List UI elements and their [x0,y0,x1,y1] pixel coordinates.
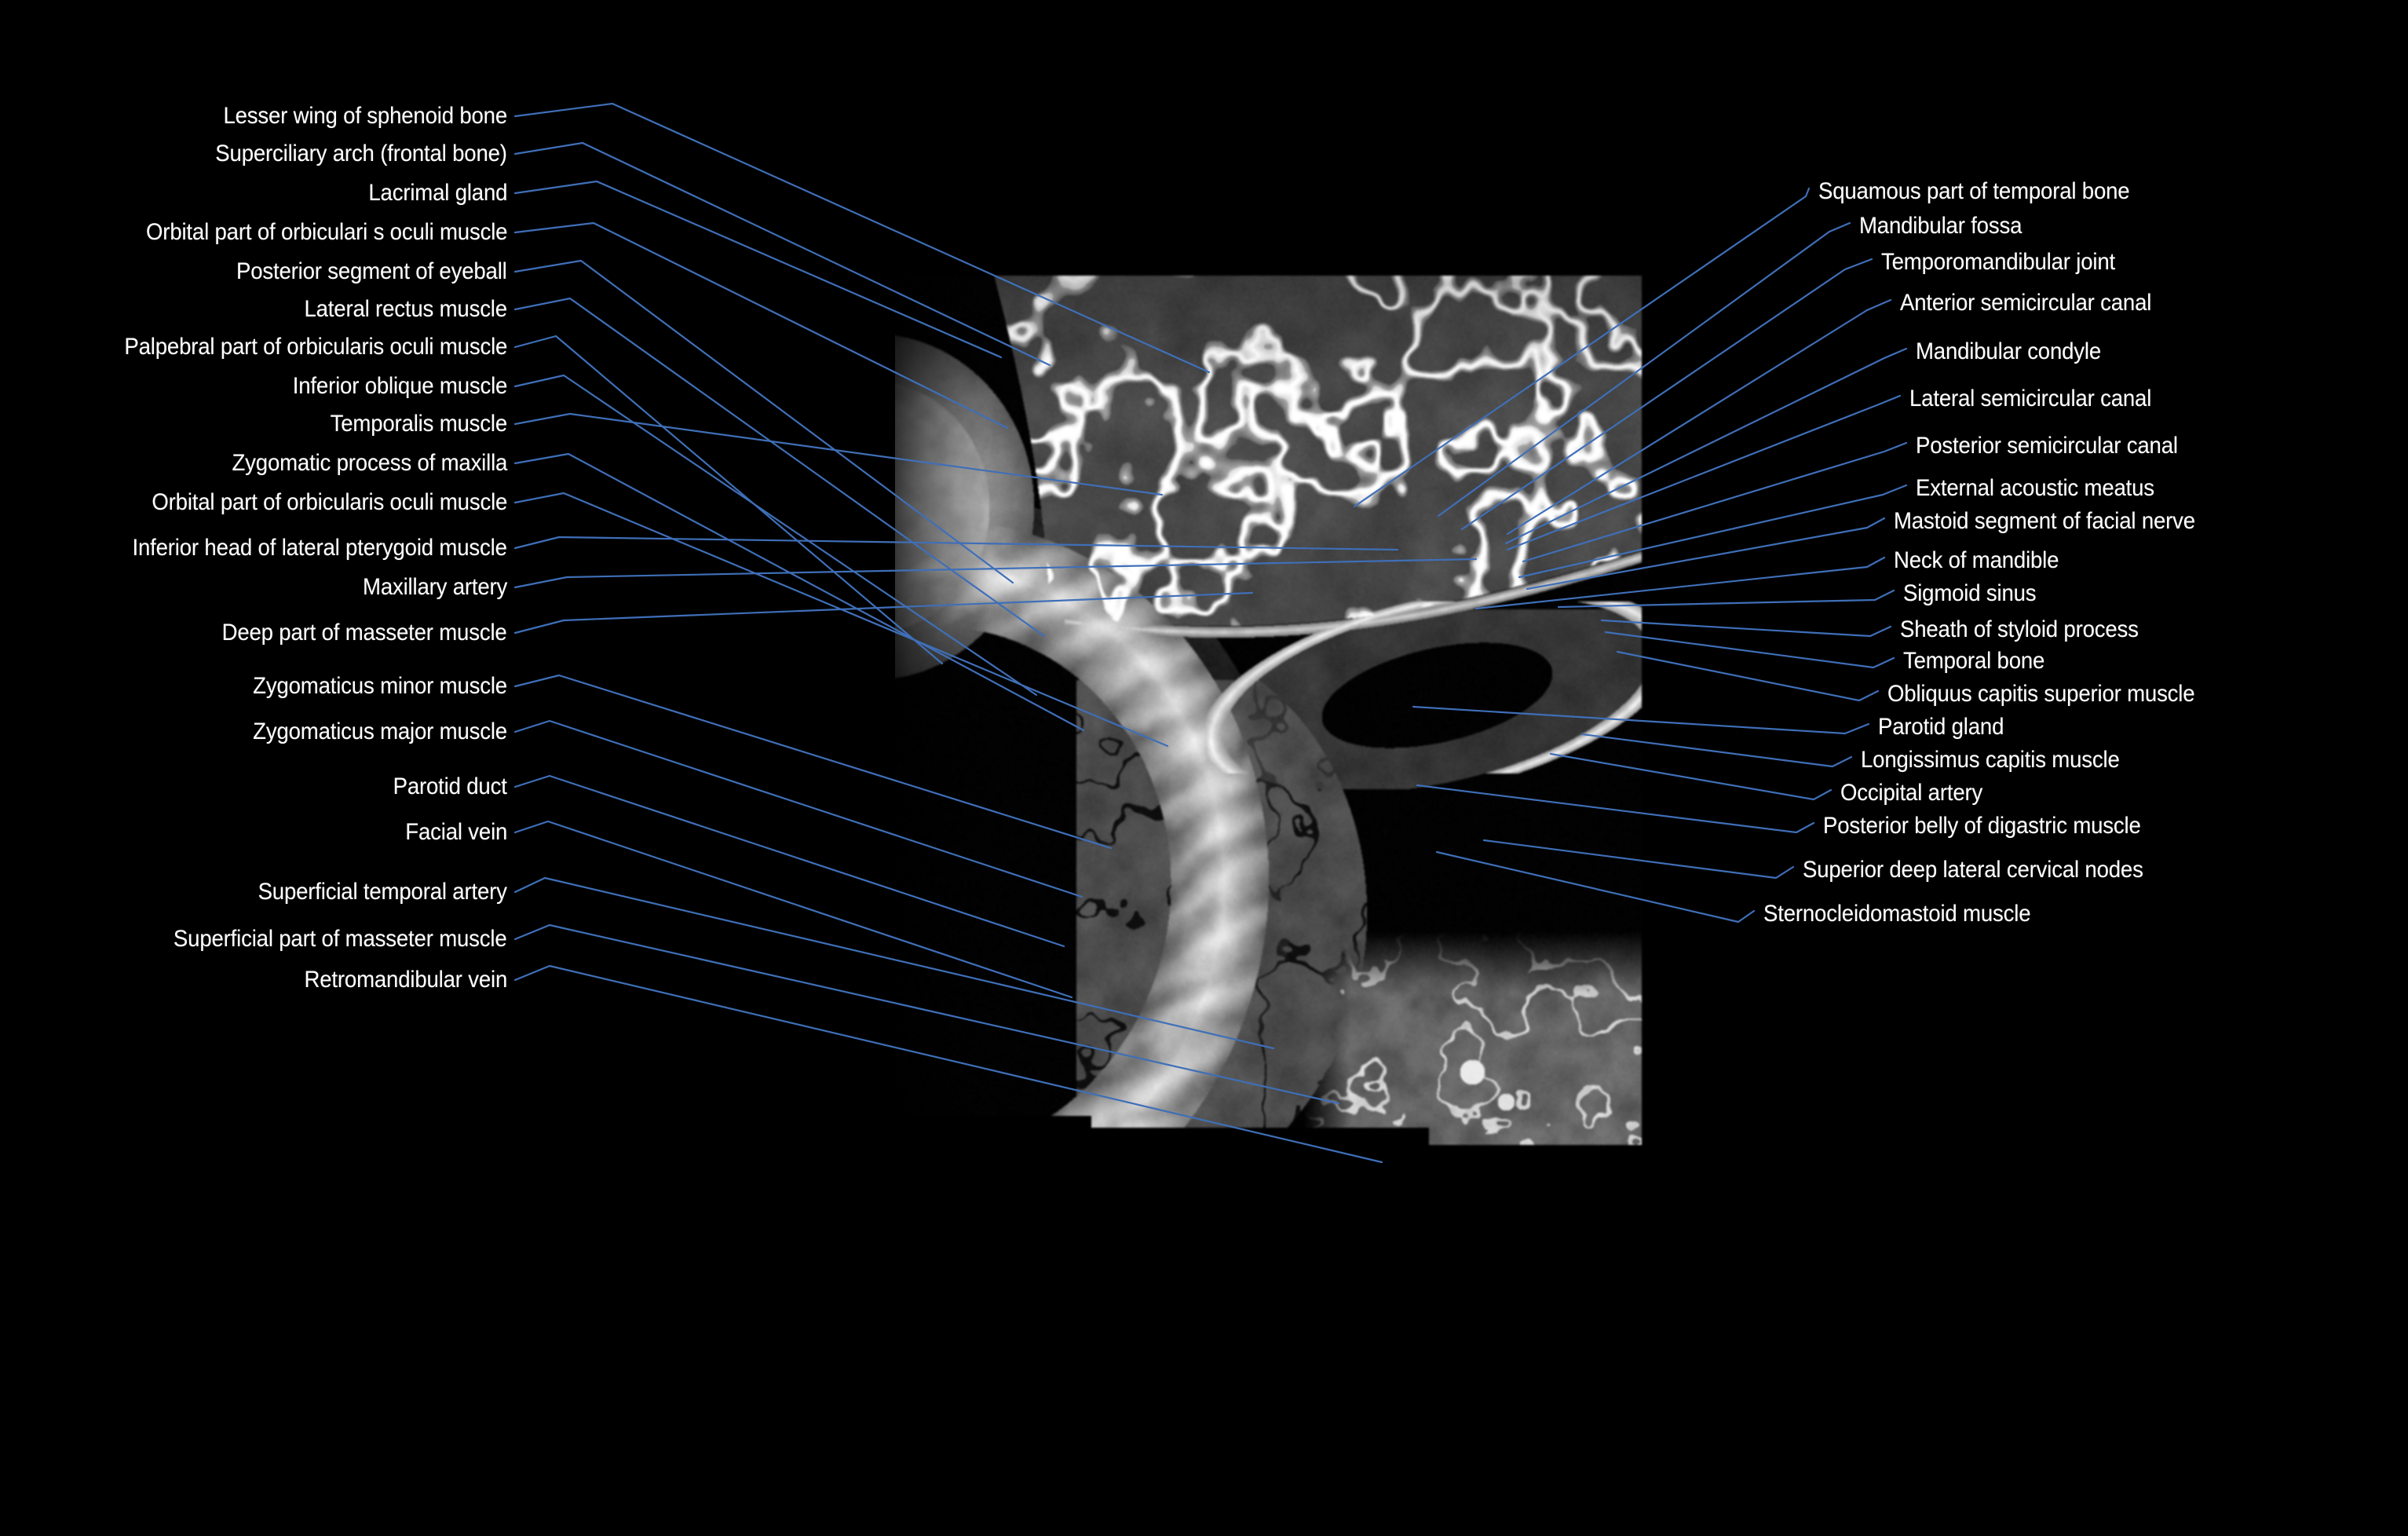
anatomy-label-left-4: Posterior segment of eyeball [236,258,507,284]
anatomy-label-left-18: Superficial temporal artery [258,879,507,905]
anatomy-label-left-5: Lateral rectus muscle [304,296,508,322]
anatomy-label-right-2: Temporomandibular joint [1881,249,2115,275]
anatomy-label-right-6: Posterior semicircular canal [1916,433,2178,459]
leader-line-right-13 [1616,650,1880,702]
anatomy-label-left-0: Lesser wing of sphenoid bone [223,103,507,129]
anatomy-label-left-17: Facial vein [405,819,507,845]
anatomy-label-left-2: Lacrimal gland [368,180,507,206]
mri-scan-image [895,271,1655,1249]
anatomy-label-left-11: Inferior head of lateral pterygoid muscl… [132,535,507,561]
anatomy-label-right-10: Sigmoid sinus [1903,580,2037,606]
anatomy-label-right-17: Posterior belly of digastric muscle [1823,813,2141,839]
anatomy-label-left-7: Inferior oblique muscle [292,373,508,399]
anatomy-label-right-9: Neck of mandible [1894,547,2059,573]
anatomy-label-right-14: Parotid gland [1878,714,2004,740]
leader-line-left-6 [513,335,944,665]
anatomy-label-left-6: Palpebral part of orbicularis oculi musc… [124,334,507,360]
anatomy-label-left-12: Maxillary artery [362,574,507,600]
anatomy-label-right-16: Occipital artery [1840,780,1983,806]
anatomy-label-left-14: Zygomaticus minor muscle [253,673,507,699]
anatomy-label-right-18: Superior deep lateral cervical nodes [1803,857,2143,883]
anatomy-label-left-15: Zygomaticus major muscle [253,719,507,744]
anatomy-label-left-16: Parotid duct [393,773,507,799]
anatomy-label-left-19: Superficial part of masseter muscle [174,926,507,952]
anatomy-label-left-13: Deep part of masseter muscle [221,620,507,645]
anatomy-label-right-13: Obliquus capitis superior muscle [1887,681,2195,707]
anatomy-label-left-3: Orbital part of orbiculari s oculi muscl… [145,219,507,245]
anatomy-label-right-0: Squamous part of temporal bone [1818,178,2130,204]
anatomy-label-left-9: Zygomatic process of maxilla [232,450,507,476]
anatomy-label-left-10: Orbital part of orbicularis oculi muscle [152,489,507,515]
anatomy-label-left-20: Retromandibular vein [304,967,507,993]
anatomy-label-right-5: Lateral semicircular canal [1909,386,2152,411]
anatomy-label-right-19: Sternocleidomastoid muscle [1763,901,2031,927]
anatomy-label-right-15: Longissimus capitis muscle [1861,747,2120,773]
anatomy-label-right-8: Mastoid segment of facial nerve [1894,508,2195,534]
mri-canvas [895,271,1655,1249]
anatomy-label-left-8: Temporalis muscle [330,411,508,437]
anatomy-label-left-1: Superciliary arch (frontal bone) [215,141,508,166]
anatomy-label-right-11: Sheath of styloid process [1900,616,2139,642]
anatomy-label-right-4: Mandibular condyle [1916,338,2102,364]
anatomy-label-right-12: Temporal bone [1903,648,2045,674]
anatomy-label-right-7: External acoustic meatus [1916,475,2154,501]
anatomy-label-right-1: Mandibular fossa [1859,213,2023,239]
anatomy-label-right-3: Anterior semicircular canal [1900,290,2152,316]
